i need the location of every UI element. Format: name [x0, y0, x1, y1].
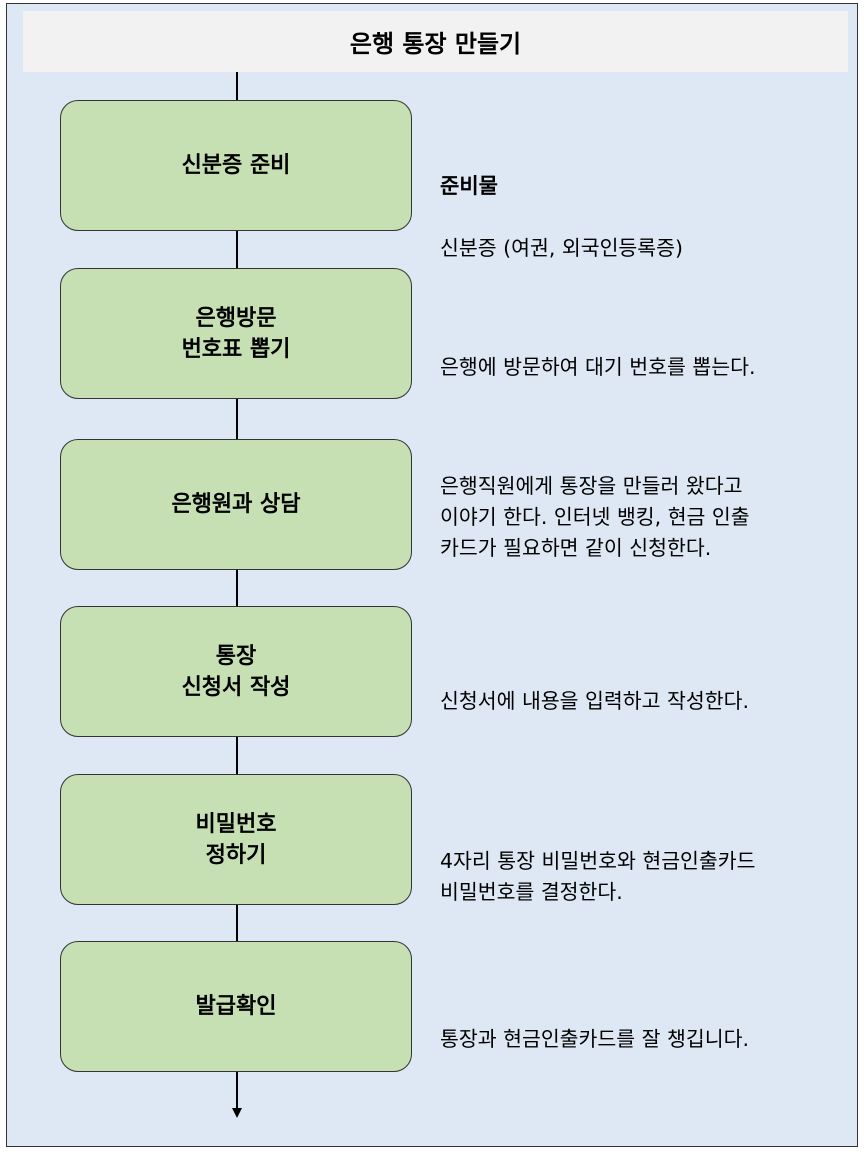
step-box-2: 은행방문 번호표 뽑기 [60, 268, 412, 399]
step-box-1: 신분증 준비 [60, 100, 412, 231]
flow-connector-line [236, 72, 238, 1108]
step-box-6: 발급확인 [60, 941, 412, 1072]
step-label-1: 신분증 준비 [181, 153, 291, 178]
step-description-text-2: 은행에 방문하여 대기 번호를 뽑는다. [440, 355, 756, 379]
step-box-5: 비밀번호 정하기 [60, 774, 412, 905]
flow-end-arrow-icon [232, 1108, 242, 1118]
step-label-6: 발급확인 [195, 994, 277, 1019]
step-box-4: 통장 신청서 작성 [60, 606, 412, 737]
step-label-3: 은행원과 상담 [171, 492, 301, 517]
step-description-text-1: 신분증 (여권, 외국인등록증) [440, 236, 684, 260]
diagram-title-bar: 은행 통장 만들기 [23, 11, 848, 72]
step-description-text-5: 4자리 통장 비밀번호와 현금인출카드 비밀번호를 결정한다. [440, 849, 756, 904]
step-label-2: 은행방문 번호표 뽑기 [181, 305, 291, 362]
step-description-4: 신청서에 내용을 입력하고 작성한다. [440, 655, 850, 748]
step-description-5: 4자리 통장 비밀번호와 현금인출카드 비밀번호를 결정한다. [440, 815, 850, 939]
diagram-title: 은행 통장 만들기 [349, 30, 522, 58]
step-description-2: 은행에 방문하여 대기 번호를 뽑는다. [440, 321, 850, 414]
step-description-heading-1: 준비물 [440, 174, 498, 198]
step-description-text-4: 신청서에 내용을 입력하고 작성한다. [440, 689, 749, 713]
step-description-text-6: 통장과 현금인출카드를 잘 챙깁니다. [440, 1027, 749, 1051]
step-description-6: 통장과 현금인출카드를 잘 챙깁니다. [440, 993, 850, 1086]
step-description-3: 은행직원에게 통장을 만들러 왔다고 이야기 한다. 인터넷 뱅킹, 현금 인출… [440, 440, 850, 595]
step-description-1: 준비물 신분증 (여권, 외국인등록증) [440, 140, 850, 295]
step-label-5: 비밀번호 정하기 [195, 811, 277, 868]
step-box-3: 은행원과 상담 [60, 439, 412, 570]
step-label-4: 통장 신청서 작성 [181, 643, 291, 700]
step-description-text-3: 은행직원에게 통장을 만들러 왔다고 이야기 한다. 인터넷 뱅킹, 현금 인출… [440, 474, 750, 560]
